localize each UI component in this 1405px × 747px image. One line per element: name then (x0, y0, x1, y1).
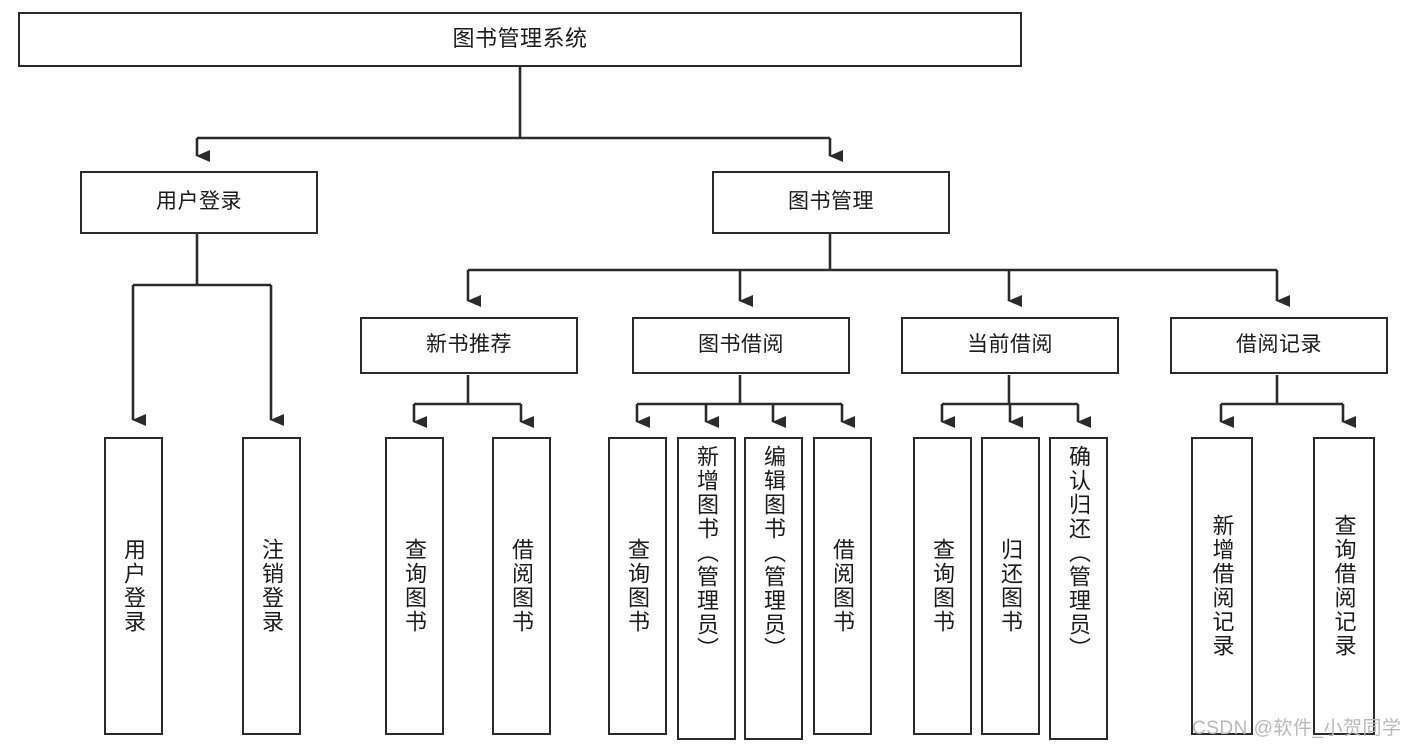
node-leaf-query-book-1-label: 查询图书 (402, 538, 428, 634)
node-leaf-confirm-return[interactable]: 确认归还（管理员） (1049, 437, 1108, 740)
csdn-watermark: CSDN @软件_小贺同学 (1192, 718, 1402, 739)
node-leaf-borrow-book-1[interactable]: 借阅图书 (492, 437, 551, 735)
node-leaf-logout-login[interactable]: 注销登录 (242, 437, 301, 735)
node-new-book-recommend[interactable]: 新书推荐 (360, 317, 578, 374)
node-leaf-query-record-label: 查询借阅记录 (1331, 514, 1357, 658)
node-current-borrow[interactable]: 当前借阅 (901, 317, 1119, 374)
node-root-label: 图书管理系统 (452, 26, 588, 52)
node-leaf-query-record[interactable]: 查询借阅记录 (1313, 437, 1375, 735)
node-root[interactable]: 图书管理系统 (18, 12, 1022, 67)
node-borrow-record[interactable]: 借阅记录 (1170, 317, 1388, 374)
node-leaf-edit-book-label: 编辑图书（管理员） (761, 445, 787, 661)
node-leaf-return-book[interactable]: 归还图书 (981, 437, 1040, 735)
node-leaf-edit-book[interactable]: 编辑图书（管理员） (744, 437, 803, 740)
node-leaf-query-book-3-label: 查询图书 (930, 538, 956, 634)
node-leaf-user-login-label: 用户登录 (121, 538, 147, 634)
node-leaf-query-book-3[interactable]: 查询图书 (913, 437, 972, 735)
node-user-login-label: 用户登录 (156, 190, 242, 214)
node-leaf-query-book-2-label: 查询图书 (625, 538, 651, 634)
node-book-manage[interactable]: 图书管理 (712, 171, 950, 234)
node-leaf-logout-login-label: 注销登录 (259, 538, 285, 634)
node-leaf-add-record[interactable]: 新增借阅记录 (1191, 437, 1253, 735)
node-leaf-borrow-book-1-label: 借阅图书 (509, 538, 535, 634)
node-user-login[interactable]: 用户登录 (80, 171, 318, 234)
node-borrow-record-label: 借阅记录 (1236, 333, 1322, 357)
node-leaf-query-book-2[interactable]: 查询图书 (608, 437, 667, 735)
node-leaf-add-book-label: 新增图书（管理员） (694, 445, 720, 661)
node-book-manage-label: 图书管理 (788, 190, 874, 214)
node-book-borrow[interactable]: 图书借阅 (632, 317, 850, 374)
node-leaf-borrow-book-2-label: 借阅图书 (830, 538, 856, 634)
node-leaf-confirm-return-label: 确认归还（管理员） (1066, 445, 1092, 661)
node-current-borrow-label: 当前借阅 (967, 333, 1053, 357)
node-leaf-user-login[interactable]: 用户登录 (104, 437, 163, 735)
node-leaf-add-record-label: 新增借阅记录 (1209, 514, 1235, 658)
node-leaf-return-book-label: 归还图书 (998, 538, 1024, 634)
node-new-book-recommend-label: 新书推荐 (426, 333, 512, 357)
node-leaf-query-book-1[interactable]: 查询图书 (385, 437, 444, 735)
node-book-borrow-label: 图书借阅 (698, 333, 784, 357)
node-leaf-add-book[interactable]: 新增图书（管理员） (677, 437, 736, 740)
node-leaf-borrow-book-2[interactable]: 借阅图书 (813, 437, 872, 735)
